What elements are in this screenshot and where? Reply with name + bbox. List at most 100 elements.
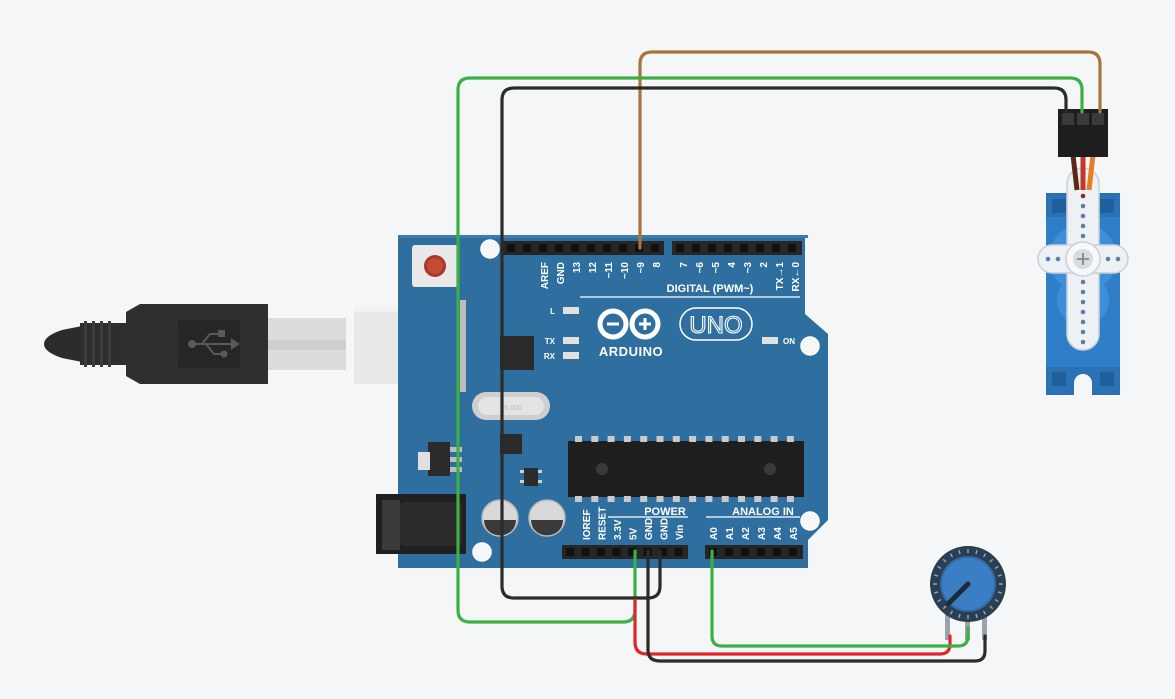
arduino-infinity-logo-icon (597, 308, 661, 340)
pin-label: 4 (727, 262, 738, 268)
pin-hole[interactable] (772, 244, 780, 252)
pin-hole[interactable] (507, 244, 515, 252)
analog-header[interactable] (705, 545, 803, 559)
pin-hole[interactable] (651, 244, 659, 252)
pin-label: A4 (773, 527, 784, 540)
analog-header-label: ANALOG IN (732, 506, 794, 518)
usb-cable[interactable] (44, 304, 458, 384)
bottom-pin-holes (566, 548, 797, 556)
pin-hole[interactable] (725, 548, 733, 556)
pin-label: A0 (709, 527, 720, 540)
small-ic (520, 468, 542, 486)
pin-hole[interactable] (674, 548, 683, 556)
digital-header-right[interactable] (672, 241, 802, 255)
pin-hole[interactable] (612, 548, 621, 556)
dc-power-jack[interactable] (376, 494, 466, 554)
pin-hole[interactable] (619, 244, 627, 252)
pin-label: 8 (652, 262, 663, 268)
pin-hole[interactable] (724, 244, 732, 252)
servo-horn[interactable] (1037, 167, 1129, 351)
pin-hole[interactable] (581, 548, 590, 556)
pin-label: 2 (759, 262, 770, 268)
pin-label: RX←0 (791, 262, 802, 292)
led-indicators: L TX RX ON (544, 307, 795, 361)
wire-pot-ground[interactable] (646, 549, 987, 663)
wire-pot-signal[interactable] (710, 549, 970, 648)
pin-hole[interactable] (523, 244, 531, 252)
led-label-rx: RX (544, 352, 556, 361)
pin-label: RESET (598, 507, 609, 540)
power-pin-labels: IOREF RESET 3.3V 5V GND GND Vin (582, 507, 686, 540)
pin-label: A2 (741, 527, 752, 540)
pin-hole[interactable] (788, 244, 796, 252)
led-label-on: ON (783, 337, 795, 346)
pin-label: 7 (679, 262, 690, 268)
pin-hole[interactable] (740, 244, 748, 252)
pin-hole[interactable] (628, 548, 636, 556)
usb-symbol-icon (188, 330, 240, 358)
reset-button[interactable] (412, 245, 458, 287)
mounting-hole (800, 511, 820, 531)
pin-label: A5 (789, 527, 800, 540)
digital-pin-holes (507, 244, 796, 252)
mounting-hole (800, 336, 820, 356)
pin-hole[interactable] (603, 244, 611, 252)
power-header[interactable] (562, 545, 688, 559)
pin-label: IOREF (582, 509, 593, 540)
pin-hole[interactable] (571, 244, 579, 252)
mounting-hole (472, 542, 492, 562)
pin-label: TX→1 (775, 262, 786, 291)
wire-servo-signal[interactable] (638, 50, 1102, 250)
digital-pin-labels-left: AREF GND 13 12 ~11 ~10 ~9 8 (540, 262, 663, 290)
servo-motor[interactable] (1037, 109, 1129, 395)
pin-hole[interactable] (659, 548, 667, 556)
pin-hole[interactable] (789, 548, 797, 556)
servo-connector[interactable] (1058, 109, 1108, 157)
capacitor (481, 499, 519, 537)
pin-label: ~10 (620, 262, 631, 279)
pin-label: ~11 (604, 262, 615, 279)
pin-label: ~3 (743, 262, 754, 274)
pin-hole[interactable] (566, 548, 574, 556)
pin-hole[interactable] (539, 244, 547, 252)
pin-hole[interactable] (692, 244, 700, 252)
pin-label: ~5 (711, 262, 722, 274)
pin-hole[interactable] (708, 244, 716, 252)
pin-label: 3.3V (613, 519, 624, 540)
mounting-hole (480, 239, 500, 259)
pin-hole[interactable] (597, 548, 605, 556)
led-label-tx: TX (545, 337, 556, 346)
arduino-uno-board[interactable]: 16.000 (376, 235, 828, 568)
pin-label: A1 (725, 527, 736, 540)
voltage-regulator (418, 442, 462, 476)
pin-hole[interactable] (756, 244, 764, 252)
pin-label: 13 (572, 262, 583, 274)
digital-header-label: DIGITAL (PWM~) (667, 283, 754, 295)
wire-servo-ground[interactable] (500, 86, 1068, 600)
pin-hole[interactable] (555, 244, 563, 252)
wire-pot-power[interactable] (633, 598, 952, 656)
pin-hole[interactable] (587, 244, 595, 252)
pin-label: ~9 (636, 262, 647, 274)
svg-text:16.000: 16.000 (500, 405, 522, 412)
pin-label: Vin (675, 525, 686, 540)
pin-label: ~6 (695, 262, 706, 274)
pin-label: GND (644, 518, 655, 540)
pin-label: GND (660, 518, 671, 540)
potentiometer[interactable] (930, 546, 1006, 640)
power-header-label: POWER (644, 506, 686, 518)
pin-hole[interactable] (773, 548, 781, 556)
capacitor (528, 499, 566, 537)
pin-label: GND (556, 262, 567, 284)
pin-label: AREF (540, 262, 551, 289)
pin-label: 12 (588, 262, 599, 274)
pin-label: 5V (629, 527, 640, 540)
wire-servo-power[interactable] (456, 76, 1084, 624)
pin-hole[interactable] (757, 548, 765, 556)
led-label-l: L (550, 307, 555, 316)
pin-hole[interactable] (741, 548, 749, 556)
pin-hole[interactable] (676, 244, 684, 252)
board-brand-label: ARDUINO (599, 344, 663, 359)
